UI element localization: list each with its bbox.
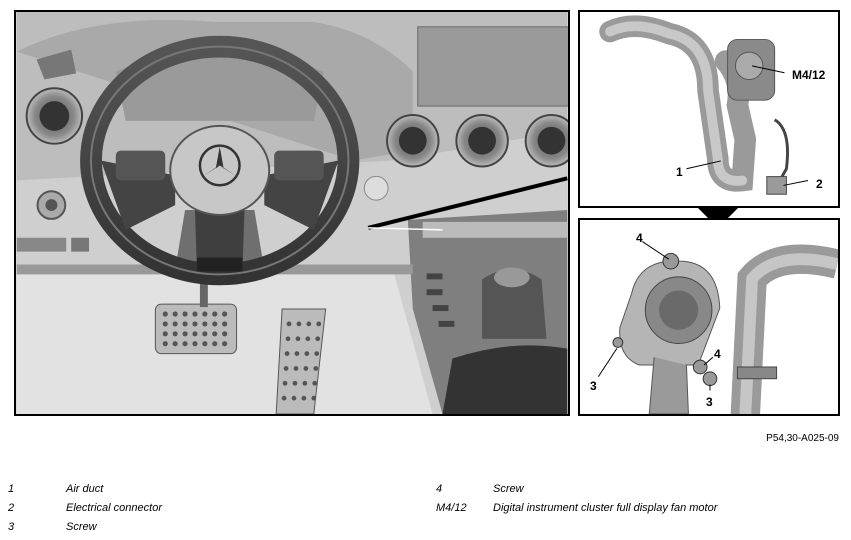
dashboard-illustration — [14, 10, 570, 416]
accelerator-pedal — [275, 308, 327, 414]
switch-knob — [363, 175, 389, 201]
steering-wheel — [80, 35, 360, 286]
callout-2: 2 — [816, 177, 823, 191]
connector — [766, 176, 787, 195]
legend-text: Digital instrument cluster full display … — [493, 502, 718, 514]
callout-3-right: 3 — [706, 395, 713, 409]
legend-text: Screw — [66, 521, 97, 533]
legend-number: 4 — [436, 483, 443, 495]
star-logo — [198, 144, 241, 187]
screw-4-top — [662, 252, 680, 270]
dashboard-drawing — [16, 12, 568, 414]
gear-selector — [482, 269, 547, 339]
screw-3-right — [702, 371, 718, 387]
screw-detail-panel: 4 4 3 3 — [578, 218, 840, 416]
legend-text: Screw — [493, 483, 524, 495]
legend-number: 3 — [8, 521, 15, 533]
legend-text: Electrical connector — [66, 502, 162, 514]
screw-4-mid — [692, 359, 708, 375]
screw-3-left — [612, 337, 624, 348]
wiring — [773, 118, 789, 188]
screw-detail-drawing — [597, 241, 838, 414]
legend-number: 2 — [8, 502, 15, 514]
legend-text: Air duct — [66, 483, 104, 495]
center-display — [417, 26, 568, 107]
figure-code: P54,30-A025-09 — [766, 433, 839, 444]
callout-4-top: 4 — [636, 231, 643, 245]
callout-1: 1 — [676, 165, 683, 179]
legend-number: 1 — [8, 483, 15, 495]
legend-number: M4/12 — [436, 502, 467, 514]
callout-m4-12: M4/12 — [792, 68, 826, 82]
airbag-cover — [169, 124, 271, 216]
callout-4-mid: 4 — [714, 347, 721, 361]
fan-motor-detail-drawing — [599, 15, 809, 195]
callout-3-left: 3 — [590, 379, 597, 393]
fan-motor-detail-panel: M4/12 1 2 — [578, 10, 840, 208]
